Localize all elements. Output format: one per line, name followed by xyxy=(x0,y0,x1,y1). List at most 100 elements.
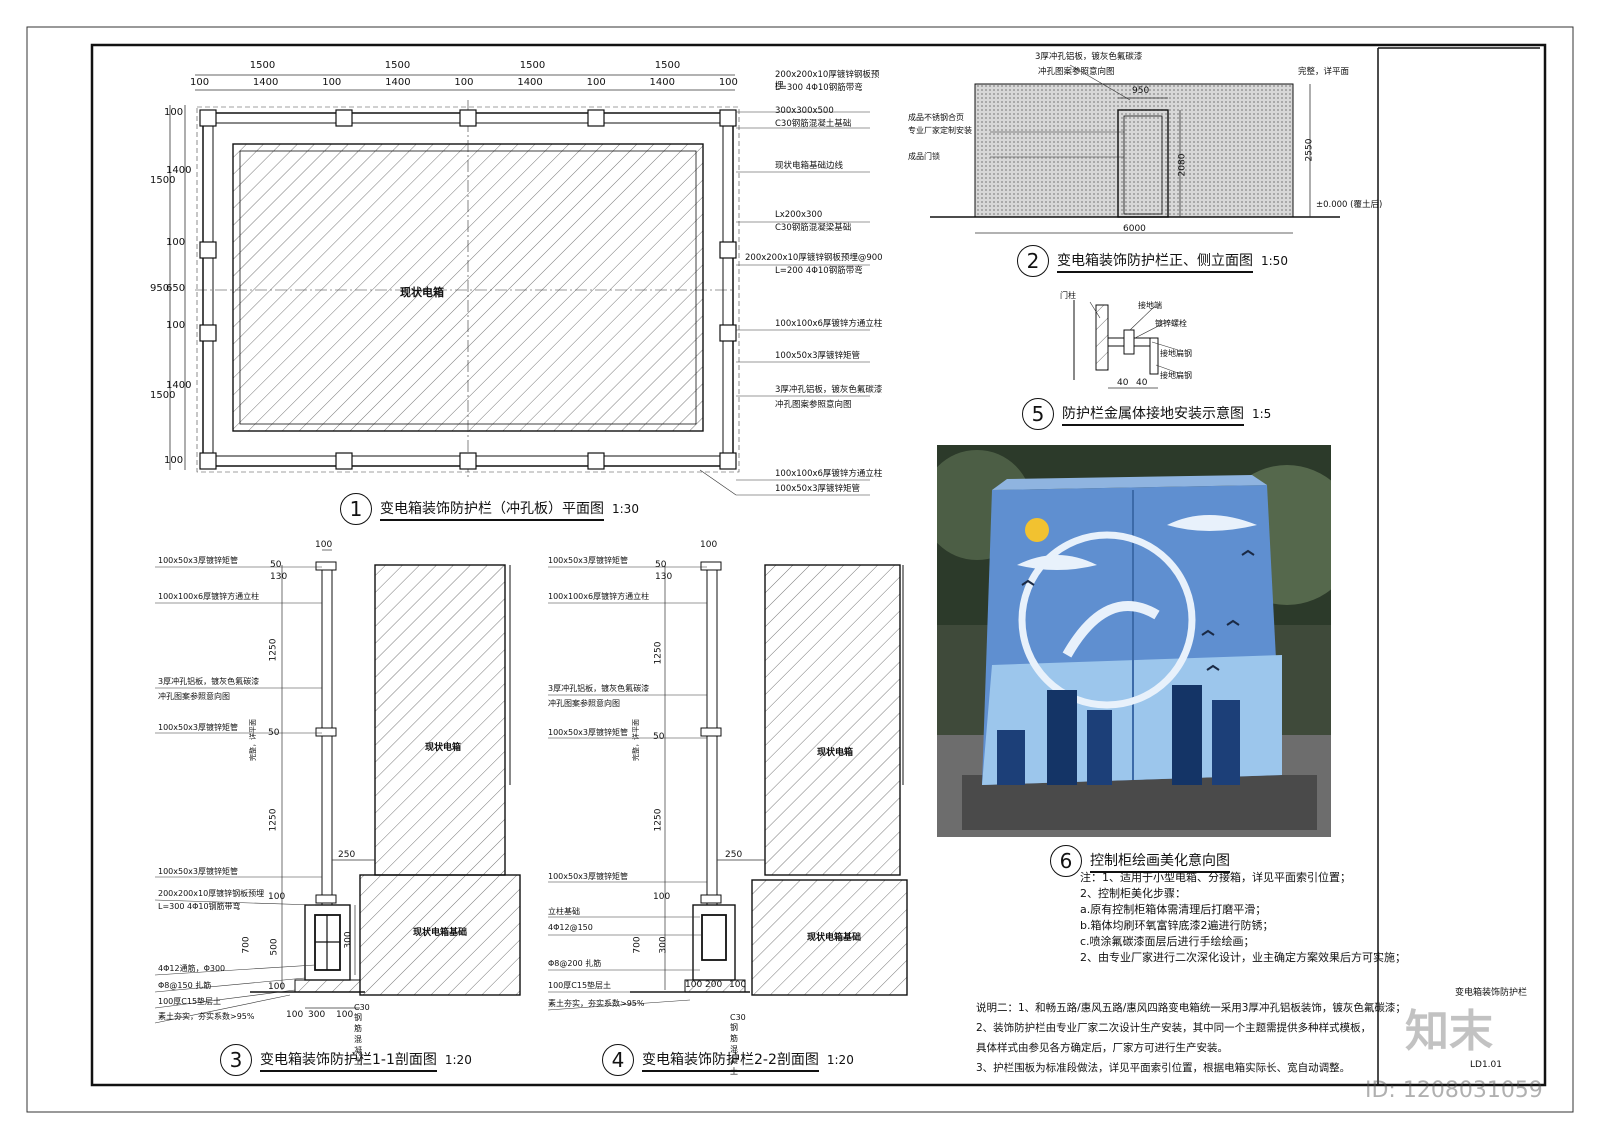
elevation-title-row: 2 变电箱装饰防护栏正、侧立面图 1:50 xyxy=(1017,245,1288,277)
drawing-scale: 1:30 xyxy=(612,502,639,516)
callout-text: Φ8@200 扎筋 xyxy=(548,959,602,968)
dim-text: 250 xyxy=(338,850,356,860)
note-line: 2、装饰防护栏由专业厂家二次设计生产安装，其中同一个主题需提供多种样式模板， xyxy=(976,1022,1372,1034)
drawing-scale: 1:5 xyxy=(1252,407,1272,421)
callout-text: 100x50x3厚镀锌矩管 xyxy=(548,556,629,565)
cabinet-photo xyxy=(937,445,1331,837)
plan-left-dims: 100 1400 1500 100 950 650 100 1400 1500 … xyxy=(150,105,192,475)
callout-text: 100x100x6厚镀锌方通立柱 xyxy=(158,592,260,601)
callout-text: 冲孔图案参照意向图 xyxy=(158,692,230,701)
callout-text: 素土夯实，夯实系数>95% xyxy=(158,1012,255,1021)
dim-text: 100 xyxy=(322,77,342,88)
dim-text: 100 xyxy=(718,77,738,88)
dim-text: 100 xyxy=(315,540,333,550)
dim-text: 1400 xyxy=(252,77,279,88)
dim-text: 1250 xyxy=(268,808,279,832)
dim-text: 100 xyxy=(268,892,286,902)
box-section xyxy=(374,564,506,876)
dim-text: 950 xyxy=(150,283,170,294)
elev-width: 6000 xyxy=(1123,224,1146,234)
elev-top-label: 3厚冲孔铝板，镀灰色氟碳漆 xyxy=(1035,52,1143,62)
callout-text: 100x50x3厚镀锌矩管 xyxy=(548,728,629,737)
dim-text: 100 xyxy=(166,320,186,331)
dim-text: 100 xyxy=(286,1010,304,1020)
drawing-number: 2 xyxy=(1017,245,1049,277)
door xyxy=(1117,109,1169,218)
dim-text: 100 xyxy=(586,77,606,88)
section-2-view xyxy=(547,561,908,1011)
callout-text: 3厚冲孔铝板，镀灰色氟碳漆 xyxy=(158,677,260,686)
section-1-view xyxy=(154,549,521,1024)
dim-text: 200 xyxy=(705,980,723,990)
section1-base-label: 现状电箱基础 xyxy=(413,928,468,938)
callout-text: 接地扁钢 xyxy=(1160,371,1192,380)
plan-callouts: 200x200x10厚镀锌钢板预埋 L=300 4Φ10钢筋带弯 300x300… xyxy=(745,70,885,500)
dim-text: 1500 xyxy=(384,60,411,71)
dim-text: 50 xyxy=(655,560,667,570)
callout-text: Φ8@150 扎筋 xyxy=(158,981,212,990)
elev-level: ±0.000 (覆土后) xyxy=(1316,200,1383,210)
callout-text: 300x300x500 xyxy=(775,106,834,116)
callout-text: 100x50x3厚镀锌矩管 xyxy=(548,872,629,881)
section2-dims: 100 50 130 1250 50 1250 250 100 300 700 … xyxy=(633,540,755,1000)
callout-text: 100x100x6厚镀锌方通立柱 xyxy=(775,469,883,479)
plan-view xyxy=(169,74,870,496)
elev-left-labels: 成品不锈钢合页 专业厂家定制安装 成品门锁 xyxy=(908,112,998,172)
callout-text: L=300 4Φ10钢筋带弯 xyxy=(775,83,863,93)
section2-title-row: 4 变电箱装饰防护栏2-2剖面图 1:20 xyxy=(602,1044,854,1076)
dim-text: 1250 xyxy=(268,638,279,662)
callout-text: 门柱 xyxy=(1060,291,1076,300)
elev-height: 2550 xyxy=(1304,138,1315,162)
section2-base-label: 现状电箱基础 xyxy=(807,933,862,943)
callout-text: 100厚C15垫层土 xyxy=(158,997,222,1006)
section1-box-label: 现状电箱 xyxy=(425,743,462,753)
note-line: 3、护栏围板为标准段做法，详见平面索引位置，根据电箱实际长、宽自动调整。 xyxy=(976,1062,1351,1074)
titleblock-code: LD1.01 xyxy=(1470,1060,1502,1070)
dim-text: 50 xyxy=(270,560,282,570)
callout-text: C30钢筋混凝土基础 xyxy=(775,119,852,129)
dim-text: 700 xyxy=(632,936,643,954)
note-line: 说明二：1、和畅五路/惠风五路/惠风四路变电箱统一采用3厚冲孔铝板装饰，镀灰色氟… xyxy=(976,1002,1406,1014)
drawing-title: 变电箱装饰防护栏（冲孔板）平面图 xyxy=(380,498,604,521)
callout-text: 100x100x6厚镀锌方通立柱 xyxy=(548,592,650,601)
dim-text: 300 xyxy=(343,931,354,949)
box-section-2 xyxy=(764,564,901,876)
photo-title-row: 6 控制柜绘画美化意向图 xyxy=(1050,845,1230,877)
note-line: a.原有控制柜箱体需清理后打磨平滑； xyxy=(1080,903,1267,916)
dim-text: 130 xyxy=(270,572,288,582)
drawing-title: 变电箱装饰防护栏正、侧立面图 xyxy=(1057,250,1253,273)
callout-text: 100x50x3厚镀锌矩管 xyxy=(775,351,861,361)
section2-labels: 100x50x3厚镀锌矩管 100x100x6厚镀锌方通立柱 3厚冲孔铝板，镀灰… xyxy=(548,555,746,1076)
callout-text: 4Φ12通筋，Φ300 xyxy=(158,964,226,973)
dim-text: 700 xyxy=(241,936,252,954)
callout-text: C30钢筋混凝土 xyxy=(730,1013,746,1076)
callout-text: 3厚冲孔铝板，镀灰色氟碳漆 xyxy=(548,684,650,693)
grounding-dim-2: 40 xyxy=(1136,378,1148,388)
dim-text: 1400 xyxy=(166,380,192,391)
section2-side-label: 完整，详平面 xyxy=(632,719,640,761)
section1-dims: 100 50 130 1250 50 1250 250 100 300 700 … xyxy=(242,540,370,1020)
note-line: c.喷涂氟碳漆面层后进行手绘绘画； xyxy=(1080,935,1255,948)
callout-text: 冲孔图案参照意向图 xyxy=(548,699,620,708)
dim-text: 1400 xyxy=(166,165,192,176)
callout-text: L=300 4Φ10钢筋带弯 xyxy=(158,902,241,911)
drawing-border xyxy=(90,43,1547,1087)
dim-text: 500 xyxy=(269,938,280,956)
dim-text: 1400 xyxy=(385,77,411,88)
drawing-title: 防护栏金属体接地安装示意图 xyxy=(1062,403,1244,426)
callout-text: 100厚C15垫层土 xyxy=(548,981,612,990)
outer-frame xyxy=(26,26,1574,1113)
dim-text: 100 xyxy=(454,77,474,88)
dim-text: 100 xyxy=(164,107,184,118)
callout-text: 专业厂家定制安装 xyxy=(908,126,972,135)
dim-text: 50 xyxy=(653,732,665,742)
callout-text: 3厚冲孔铝板，镀灰色氟碳漆 xyxy=(775,385,883,395)
elevation-view xyxy=(930,64,1340,234)
note-line: b.箱体均刷环氧富锌底漆2遍进行防锈； xyxy=(1080,919,1274,932)
callout-text: 100x50x3厚镀锌矩管 xyxy=(158,556,239,565)
callout-text: L=200 4Φ10钢筋带弯 xyxy=(775,266,863,276)
plan-top-dims-minor: 100 1400 100 1400 100 1400 100 1400 100 xyxy=(190,77,738,91)
dim-text: 1250 xyxy=(653,641,664,665)
drawing-number: 3 xyxy=(220,1044,252,1076)
